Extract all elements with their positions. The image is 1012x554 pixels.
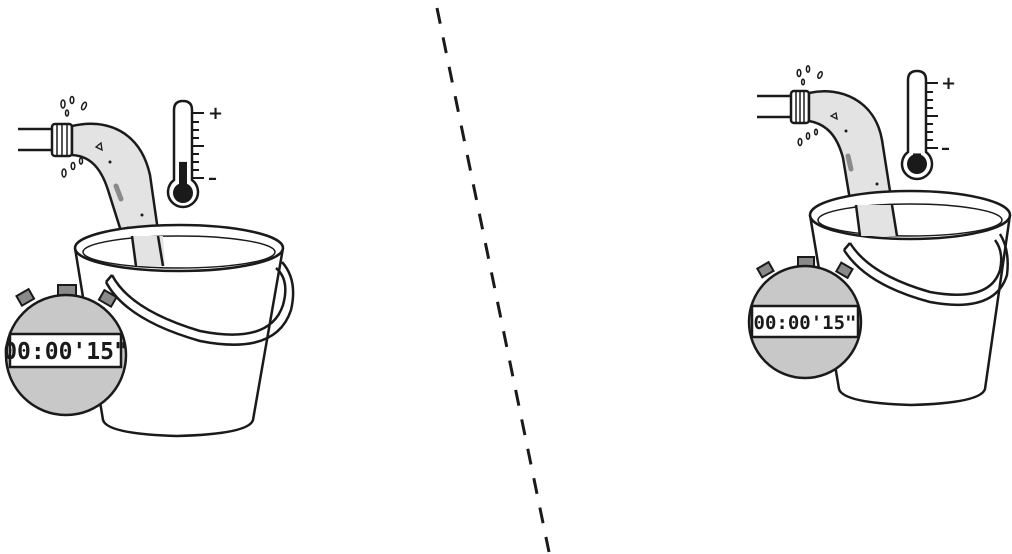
hose-icon	[757, 91, 809, 123]
stopwatch-icon: 00:00'15"	[3, 285, 128, 415]
stopwatch-time: 00:00'15"	[754, 312, 857, 334]
thermometer-icon: + –	[168, 101, 223, 207]
left-panel: + – 00:00'15"	[3, 97, 293, 437]
hose-icon	[18, 124, 72, 156]
stopwatch-time: 00:00'15"	[3, 339, 128, 365]
thermometer-plus-label: +	[208, 103, 223, 124]
thermometer-icon: + –	[902, 71, 956, 179]
stopwatch-icon: 00:00'15"	[749, 257, 861, 378]
right-panel: + – 00:00'15"	[749, 66, 1010, 405]
thermometer-minus-label: –	[208, 168, 217, 189]
divider-line	[437, 8, 549, 552]
thermometer-plus-label: +	[941, 73, 956, 94]
thermometer-minus-label: –	[941, 138, 950, 159]
